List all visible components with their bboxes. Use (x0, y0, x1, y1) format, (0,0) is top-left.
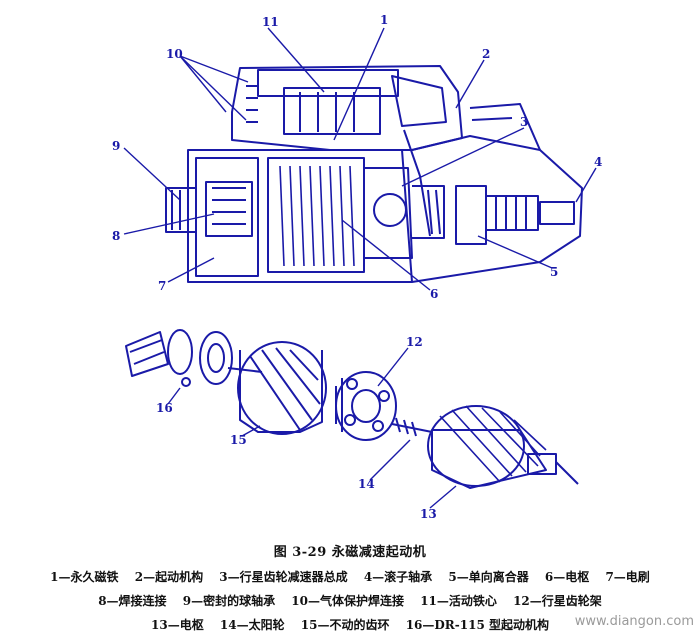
callout-4: 4 (594, 155, 602, 169)
callout-8: 8 (112, 229, 120, 243)
legend-item: 2—起动机构 (134, 570, 204, 584)
legend-item: 8—焊接连接 (98, 594, 167, 608)
legend-row-1: 1—永久磁铁 2—起动机构 3—行星齿轮减速器总成 4—滚子轴承 5—单向离合器… (0, 568, 700, 585)
legend-item: 3—行星齿轮减速器总成 (219, 570, 348, 584)
callout-5: 5 (550, 265, 558, 279)
site-watermark: www.diangon.com (574, 614, 694, 629)
callout-7: 7 (158, 279, 166, 293)
legend-row-2: 8—焊接连接 9—密封的球轴承 10—气体保护焊连接 11—活动铁心 12—行星… (0, 592, 700, 609)
figure-caption-title: 图 3-29 永磁减速起动机 (273, 545, 427, 560)
callout-14: 14 (358, 477, 375, 491)
callout-11: 11 (262, 15, 279, 29)
exploded-components (125, 329, 579, 489)
legend-item: 4—滚子轴承 (363, 570, 433, 584)
callout-3: 3 (520, 115, 528, 129)
legend-item: 13—电枢 (151, 618, 204, 632)
callout-1: 1 (380, 13, 388, 27)
callout-9: 9 (112, 139, 120, 153)
callout-6: 6 (430, 287, 438, 301)
callout-10: 10 (166, 47, 183, 61)
callout-12: 12 (406, 335, 423, 349)
legend-item: 1—永久磁铁 (50, 570, 119, 584)
legend-item: 12—行星齿轮架 (513, 594, 602, 608)
assembled-starter-section (165, 65, 583, 283)
legend-item: 11—活动铁心 (420, 594, 497, 608)
callout-15: 15 (230, 433, 247, 447)
legend-item: 16—DR-115 型起动机构 (405, 618, 549, 632)
callout-16: 16 (156, 401, 173, 415)
callout-13: 13 (420, 507, 437, 521)
leader-lines (123, 27, 597, 509)
starter-motor-illustration: 11 1 10 2 3 9 4 8 5 7 6 12 16 15 14 13 (112, 13, 602, 521)
legend-item: 14—太阳轮 (219, 618, 285, 632)
legend-item: 7—电刷 (605, 570, 650, 584)
legend-item: 6—电枢 (544, 570, 590, 584)
callout-2: 2 (482, 47, 490, 61)
legend-item: 10—气体保护焊连接 (291, 594, 404, 608)
legend-item: 15—不动的齿环 (300, 618, 390, 632)
legend-item: 9—密封的球轴承 (182, 594, 276, 608)
legend-row-3: 13—电枢 14—太阳轮 15—不动的齿环 16—DR-115 型起动机构 (0, 616, 700, 633)
legend-item: 5—单向离合器 (448, 570, 529, 584)
